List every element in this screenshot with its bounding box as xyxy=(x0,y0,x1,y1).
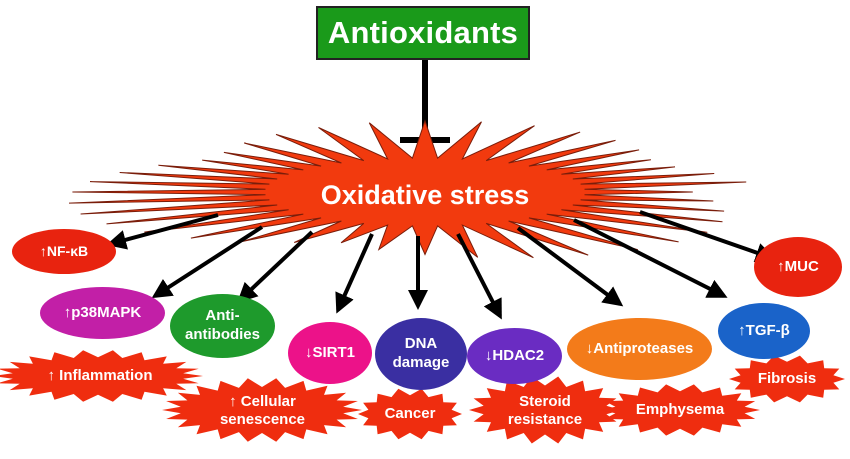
arrows xyxy=(106,210,776,320)
node-antiproteases: ↓Antiproteases xyxy=(567,318,712,380)
node-dna-damage: DNA damage xyxy=(375,318,467,390)
node-nfkb: ↑NF-κB xyxy=(12,229,116,274)
arrow-sirt1 xyxy=(335,233,374,314)
senescence-burst xyxy=(162,378,362,442)
outcome-cancer: Cancer xyxy=(384,405,436,422)
node-antibodies: Anti- antibodies xyxy=(170,294,275,358)
node-hdac2: ↓HDAC2 xyxy=(467,328,562,384)
arrow-tgfb xyxy=(573,218,728,298)
antioxidants-box: Antioxidants xyxy=(316,6,530,60)
emphysema-burst xyxy=(600,384,760,436)
node-p38mapk: ↑p38MAPK xyxy=(40,287,165,339)
node-muc: ↑MUC xyxy=(754,237,842,297)
antioxidants-label: Antioxidants xyxy=(327,15,519,50)
arrow-hdac2 xyxy=(456,233,502,320)
steroid-burst xyxy=(469,376,621,444)
outcome-steroid-resistance: Steroid resistance xyxy=(507,393,583,428)
outcome-senescence: ↑ Cellular senescence xyxy=(219,393,306,428)
fibrosis-burst xyxy=(729,355,845,403)
outcome-fibrosis: Fibrosis xyxy=(757,370,817,387)
oxidative-stress-label: Oxidative stress xyxy=(320,179,530,210)
outcome-inflammation: ↑ Inflammation xyxy=(47,367,153,384)
arrow-antibodies xyxy=(237,230,314,303)
arrow-antiproteases xyxy=(516,226,624,307)
node-tgfb: ↑TGF-β xyxy=(718,303,810,359)
arrow-p38 xyxy=(151,225,264,299)
cancer-burst xyxy=(358,388,462,440)
inflammation-burst xyxy=(0,350,203,402)
outcome-emphysema: Emphysema xyxy=(635,401,725,418)
arrow-muc xyxy=(639,210,776,263)
arrow-nfkb xyxy=(106,213,219,250)
node-sirt1: ↓SIRT1 xyxy=(288,322,372,384)
